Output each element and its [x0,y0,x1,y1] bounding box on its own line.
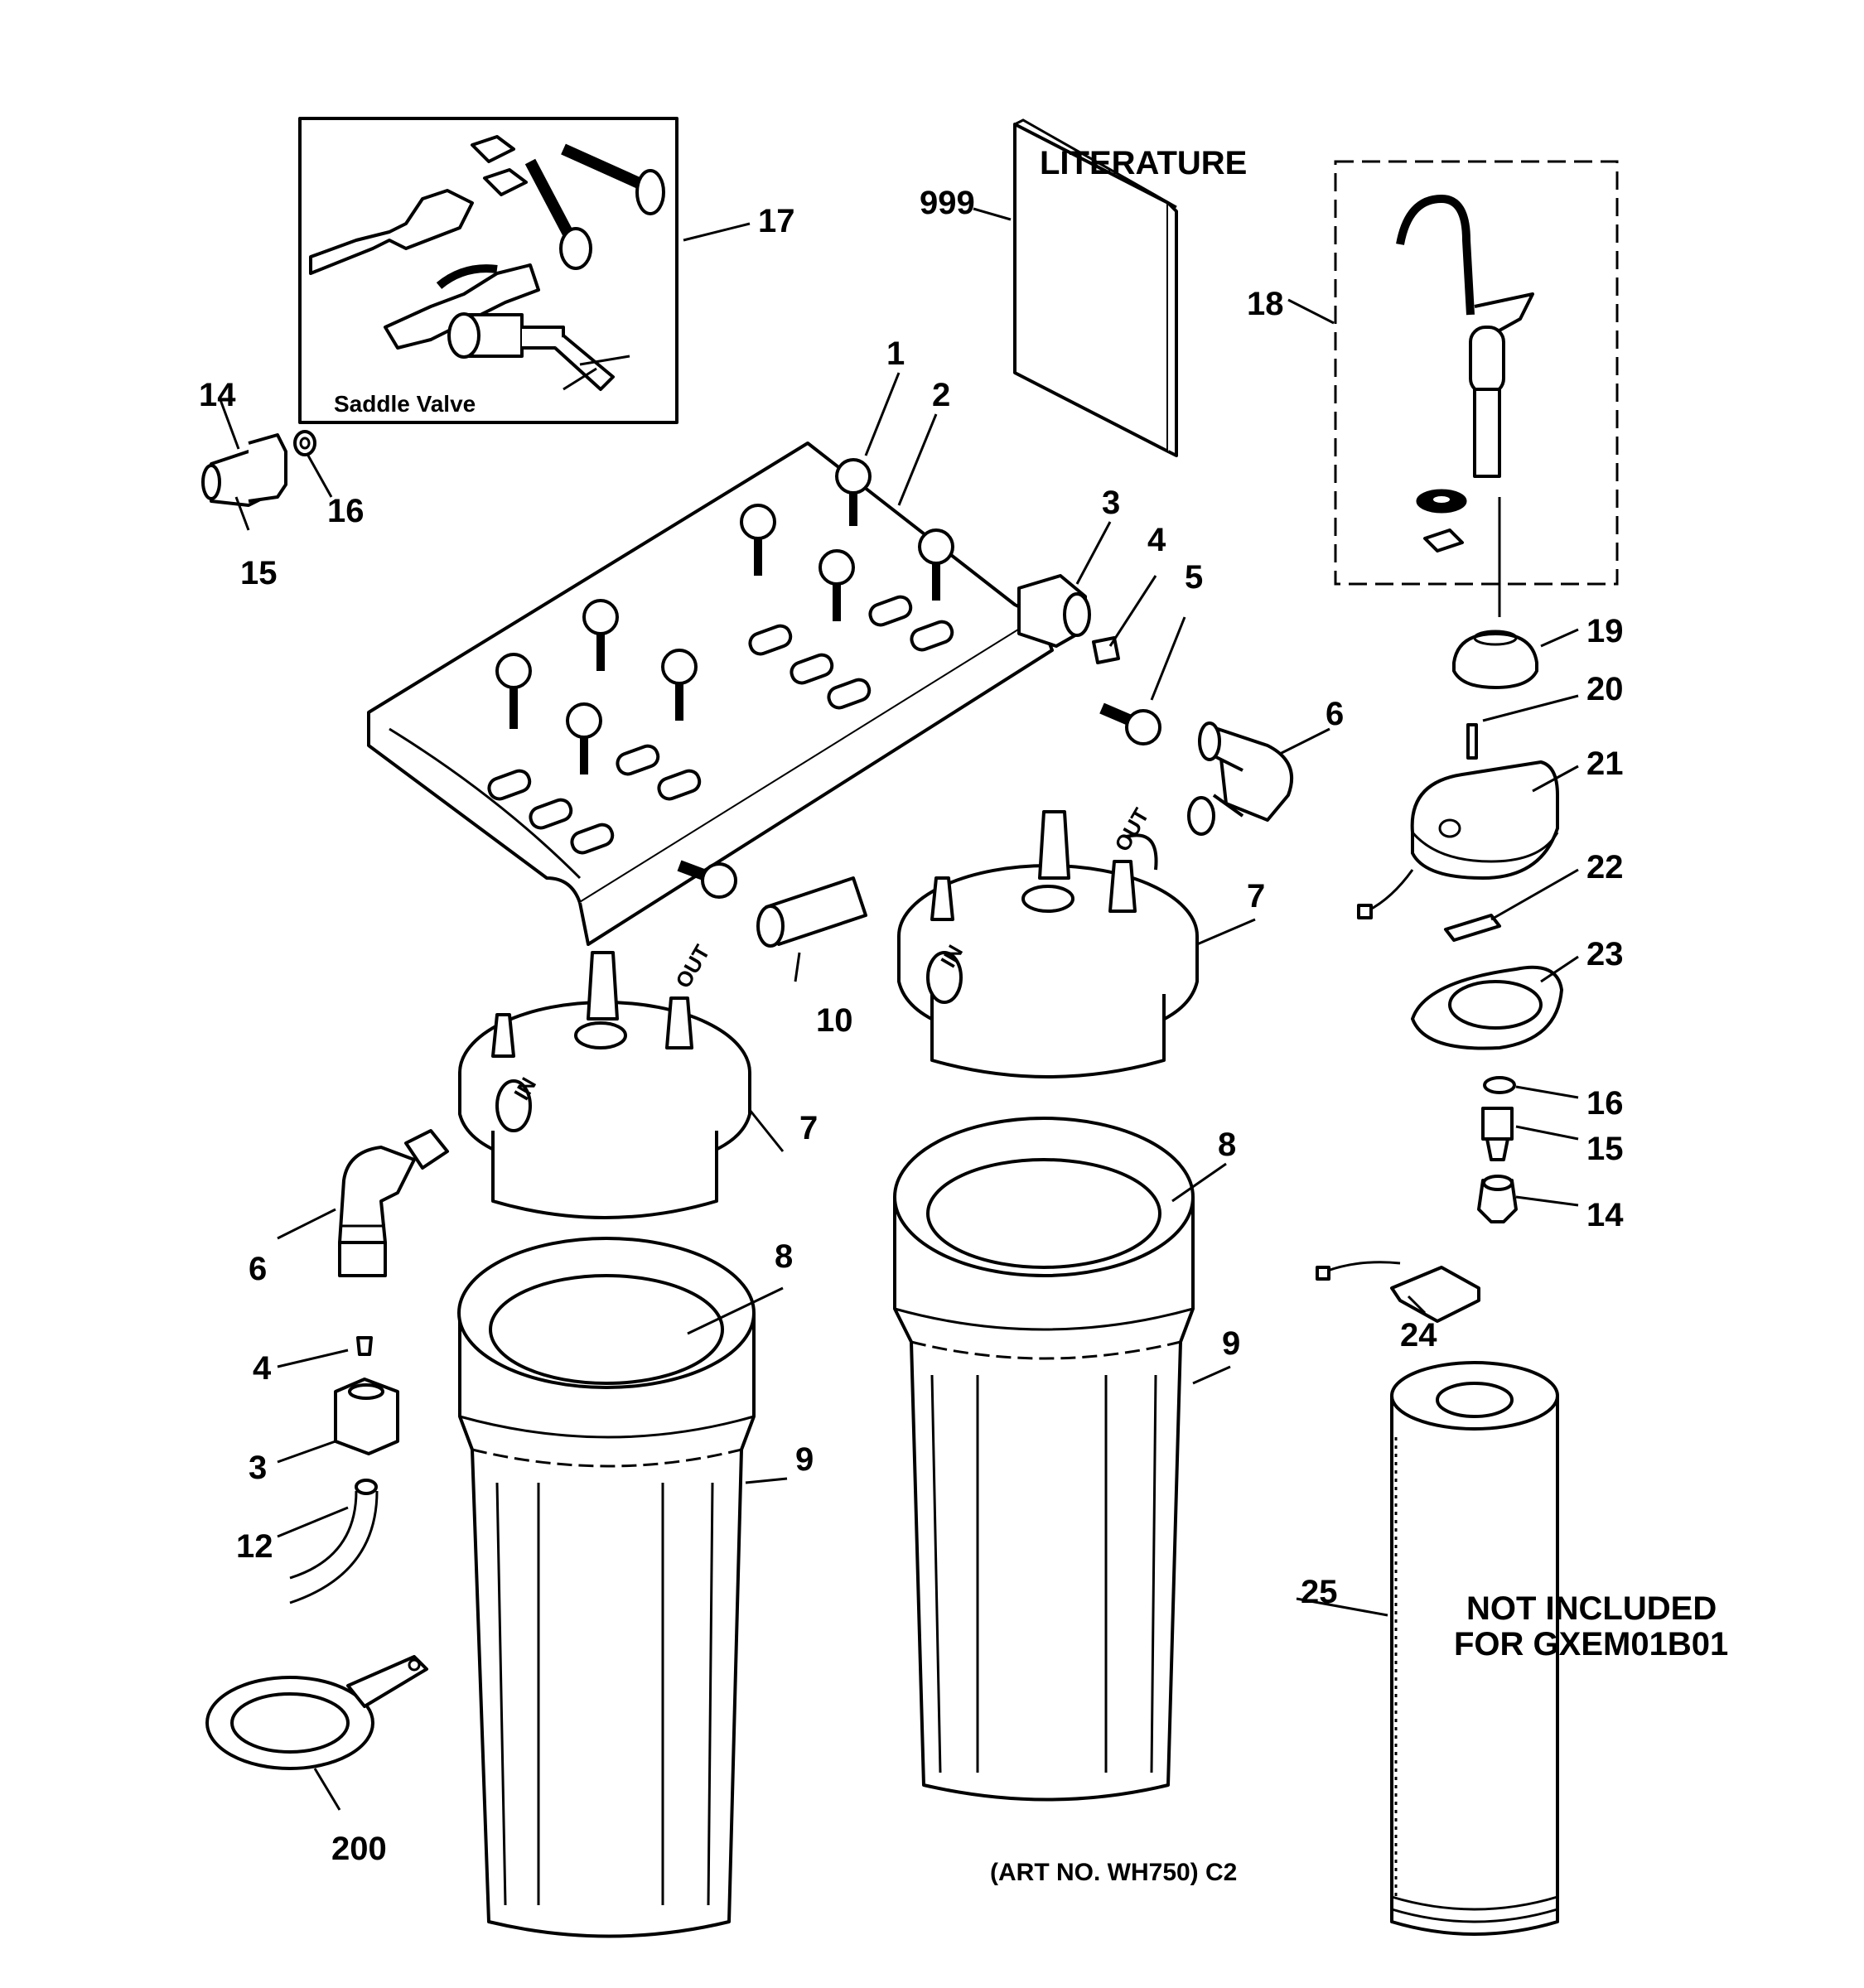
callout-8-left: 8 [775,1238,793,1275]
out-label-left: OUT [670,940,714,992]
callout-23: 23 [1586,936,1624,972]
callout-17: 17 [758,203,795,239]
callout-200: 200 [331,1831,387,1867]
filter-cartridge: NOT INCLUDED FOR GXEM01B01 [1390,1361,1728,1936]
mounting-bracket [367,442,1054,946]
callout-10: 10 [816,1002,853,1039]
callout-19: 19 [1586,613,1624,649]
callout-5: 5 [1185,559,1203,596]
filter-housing-left [457,1237,756,1938]
tubing [289,1479,379,1604]
callout-999: 999 [920,185,975,221]
top-compression-nut [1017,574,1161,746]
callout-15-left: 15 [240,555,278,591]
bottom-compression-nut [334,1378,399,1455]
compression-fittings-left [201,430,316,507]
not-included-line2: FOR GXEM01B01 [1454,1626,1728,1662]
battery-holder [1316,1261,1480,1323]
base-gasket [1411,965,1563,1050]
sensor-strip [1444,914,1501,942]
faucet-group [1334,160,1619,617]
callout-18: 18 [1247,286,1284,322]
callout-8-right: 8 [1218,1127,1236,1163]
callout-3-bottom: 3 [249,1450,267,1486]
saddle-valve-label: Saddle Valve [334,391,476,417]
elbow-fitting-top [1187,721,1293,836]
callout-14-left: 14 [199,377,236,413]
filter-housing-right [893,1117,1195,1802]
callout-4-bottom: 4 [253,1350,272,1387]
callout-22: 22 [1586,849,1624,885]
not-included-line1: NOT INCLUDED [1466,1590,1717,1627]
literature-title: LITERATURE [1040,145,1247,181]
filter-head-right [897,810,1199,1078]
callout-4-top: 4 [1147,522,1166,558]
ferrule-bottom [356,1336,373,1356]
faucet-screw [1466,723,1478,760]
callout-24: 24 [1400,1317,1437,1353]
housing-wrench [205,1655,428,1770]
callout-7-right: 7 [1247,878,1265,914]
callout-20: 20 [1586,671,1624,707]
art-number: (ART NO. WH750) C2 [990,1859,1237,1886]
elbow-fitting-bottom [338,1129,449,1277]
leak-detector-base [1357,760,1559,919]
callout-6-bottom: 6 [249,1251,267,1287]
callout-15-right: 15 [1586,1131,1624,1167]
filter-head-left [458,951,751,1219]
callout-1: 1 [886,335,905,372]
callout-25: 25 [1301,1574,1338,1610]
callout-numbers: 1 2 3 4 5 6 7 7 8 8 9 9 10 12 14 14 15 1… [199,185,1624,1867]
leader-lines [218,207,1579,1811]
callout-16-left: 16 [327,493,365,529]
callout-16-right: 16 [1586,1085,1624,1122]
callout-9-right: 9 [1222,1325,1240,1362]
callout-9-left: 9 [795,1441,814,1478]
callout-7-left: 7 [799,1110,818,1146]
callout-21: 21 [1586,746,1624,782]
callout-14-right: 14 [1586,1197,1624,1233]
callout-6-top: 6 [1326,696,1344,732]
callout-2: 2 [932,377,950,413]
callout-12: 12 [236,1528,273,1565]
compression-fittings-right [1477,1076,1518,1223]
saddle-valve-group: Saddle Valve [298,117,678,424]
callout-3-top: 3 [1102,485,1120,521]
literature-booklet: LITERATURE [1013,118,1247,457]
connector-nipple [756,876,867,948]
faucet-base [1452,630,1538,689]
